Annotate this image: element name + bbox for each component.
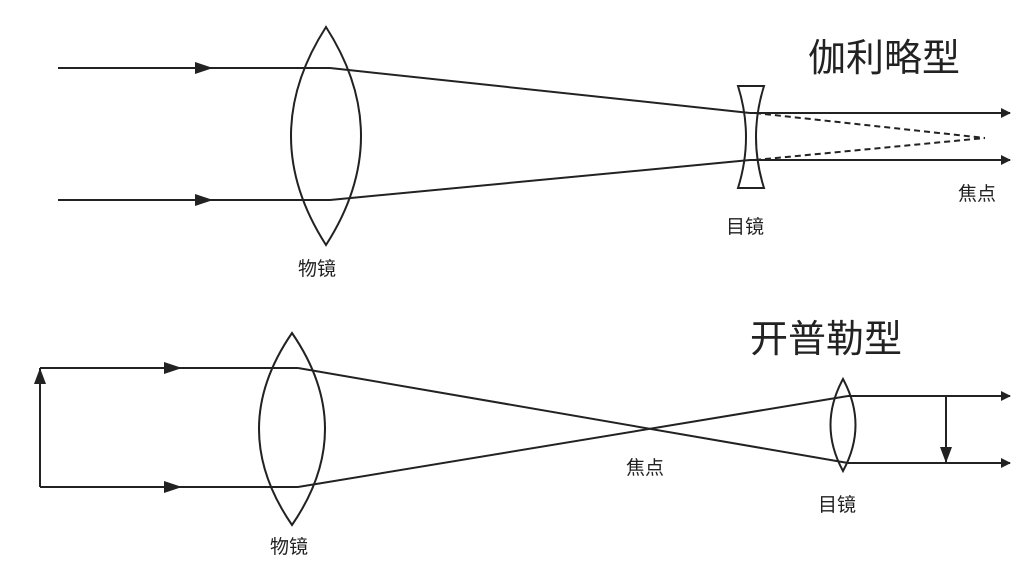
galilean-converging-ray-top	[329, 67, 751, 114]
galilean-objective-lens	[290, 25, 362, 247]
keplerian-objective-label: 物镜	[270, 536, 308, 558]
galilean-eyepiece-label: 目镜	[726, 216, 764, 238]
keplerian-ray-arrow-bottom	[164, 481, 182, 493]
galilean-eyepiece-lens	[736, 85, 766, 189]
keplerian-objective-lens	[258, 331, 326, 527]
galilean-focus-label: 焦点	[958, 183, 996, 205]
galilean-virtual-ray-bottom	[754, 137, 986, 161]
galilean-ray-arrow-top	[195, 62, 213, 74]
keplerian-object-arrowhead	[34, 368, 46, 384]
keplerian-image-arrowhead	[940, 447, 952, 463]
galilean-title: 伽利略型	[808, 36, 960, 80]
keplerian-focus-label: 焦点	[626, 457, 664, 479]
galilean-objective-label: 物镜	[298, 258, 336, 280]
galilean-section	[58, 25, 1011, 247]
keplerian-crossing-ray-b	[297, 395, 849, 488]
keplerian-crossing-ray-a	[297, 367, 849, 464]
keplerian-eyepiece-label: 目镜	[818, 494, 856, 516]
keplerian-section	[34, 331, 1011, 527]
keplerian-ray-arrow-top	[164, 362, 182, 374]
galilean-virtual-ray-top	[754, 112, 986, 139]
keplerian-eyepiece-lens	[829, 376, 857, 474]
galilean-ray-arrow-bottom	[195, 194, 213, 206]
keplerian-title: 开普勒型	[750, 317, 902, 361]
galilean-converging-ray-bottom	[329, 159, 751, 201]
